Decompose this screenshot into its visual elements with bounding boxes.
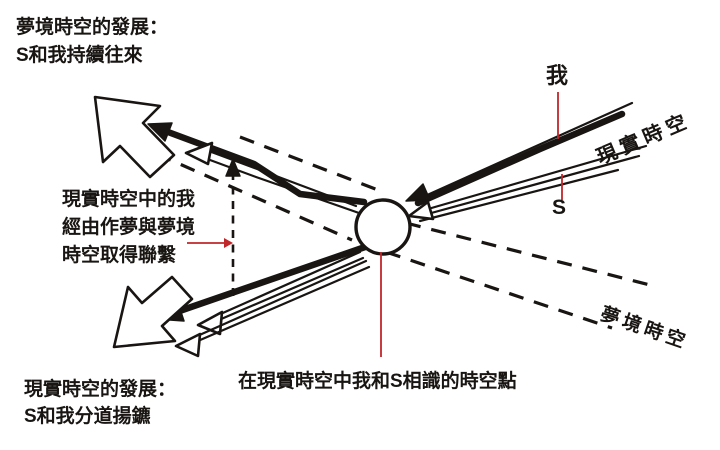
red-pointer-lines (187, 92, 563, 357)
big-hollow-arrow-top-left-icon (93, 95, 176, 179)
me-worldline-thick (414, 110, 626, 207)
dream-dev-thick-line (164, 128, 368, 206)
incoming-arrows-at-meeting-point (405, 183, 435, 221)
dream-axis-dash-upper-right (405, 221, 651, 287)
label-meeting-point: 在現實時空中我和S相識的時空點 (238, 371, 517, 392)
pointer-arrowhead-dream-link-icon (224, 238, 233, 248)
real-dev-thin-line-1 (205, 250, 362, 322)
real-dev-thin-line-2 (203, 256, 365, 328)
label-me: 我 (546, 63, 569, 88)
real-dev-open-arrowhead-2-icon (174, 332, 202, 358)
label-s: S (552, 196, 567, 219)
dream-axis-dash-lower-left (156, 152, 353, 242)
label-real-development: 現實時空的發展： S和我分道揚鑣 (24, 376, 176, 430)
label-real-development-line2: S和我分道揚鑣 (24, 406, 151, 427)
label-dream-link-line2: 經由作夢與夢境 (62, 217, 196, 238)
big-hollow-arrow-bottom-left-icon (112, 275, 194, 349)
dream-link-dashed-arrow (225, 158, 241, 300)
label-dream-link-line3: 時空取得聯繫 (62, 245, 177, 266)
dream-dev-thick-arrowhead-icon (147, 122, 173, 142)
s-worldline-2 (422, 154, 641, 217)
dream-dev-open-arrowhead-icon (184, 141, 214, 166)
s-worldline-1 (426, 144, 648, 211)
real-band-thin-top-line (423, 101, 634, 198)
label-real-development-line1: 現實時空的發展： (24, 379, 177, 400)
real-development-band-lower-left (112, 242, 372, 358)
label-dream-link-line1: 現實時空中的我 (62, 189, 196, 210)
dream-axis-dash-upper-left (239, 135, 379, 192)
label-dream-development: 夢境時空的發展： S和我持續往來 (16, 14, 168, 70)
s-incoming-open-arrowhead-icon (407, 200, 435, 221)
dream-link-up-arrowhead-icon (225, 158, 241, 177)
label-dream-development-line2: S和我持續往來 (16, 45, 143, 66)
label-dream-development-line1: 夢境時空的發展： (16, 17, 169, 38)
real-dev-thick-line (164, 242, 372, 319)
label-dream-link: 現實時空中的我 經由作夢與夢境 時空取得聯繫 (62, 186, 195, 270)
real-dev-thin-line-3 (184, 259, 368, 343)
dream-development-band-upper-left (93, 95, 368, 215)
dream-axis-dash-lower-right (385, 250, 613, 330)
dream-dev-thin-line-1 (204, 148, 358, 208)
dream-spacetime-dashed-axis (156, 135, 651, 330)
real-timeline-band-upper-right (414, 101, 648, 223)
meeting-point-circle (354, 198, 412, 256)
me-incoming-arrowhead-icon (405, 183, 431, 202)
s-worldline-3 (418, 168, 620, 223)
real-dev-thin-line-4 (182, 265, 371, 349)
dream-dev-thin-line-2 (208, 158, 361, 215)
